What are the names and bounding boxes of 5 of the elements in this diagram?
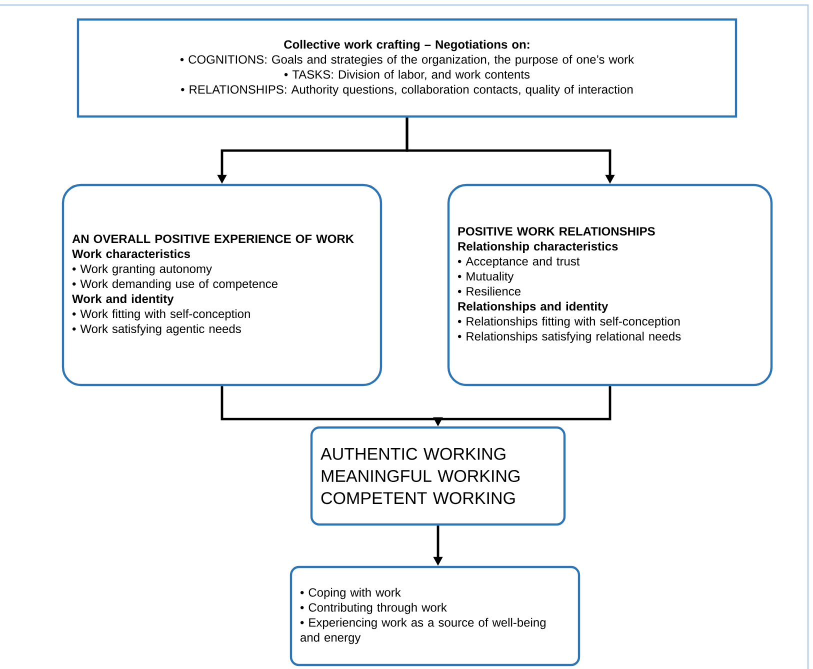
- header-box: Collective work crafting – Negotiations on: • COGNITIONS: Goals and strategies of the organization, the purpose of one’s work • TASKS: Division of labor, and work contents • RELATIONSHIPS: Authority questions, collaboration contacts, quality of interaction: [76, 18, 738, 118]
- rounded-box: • Coping with work • Contributing through work • Experiencing work as a source of well-being and energy: [290, 566, 580, 666]
- rounded-box: AN OVERALL POSITIVE EXPERIENCE OF WORK Work characteristics • Work granting autonomy • Work demanding use of competence Work and identity • Work fitting with self-conception • Work satisfying agentic needs: [62, 184, 382, 386]
- outcome-box: AUTHENTIC WORKING MEANINGFUL WORKING COMPETENT WORKING: [310, 426, 566, 526]
- rounded-box: POSITIVE WORK RELATIONSHIPS Relationship characteristics • Acceptance and trust • Mutuality • Resilience Relationships and identity • Relationships fitting with self-conception • Relationships satisfying relational needs: [447, 184, 773, 386]
